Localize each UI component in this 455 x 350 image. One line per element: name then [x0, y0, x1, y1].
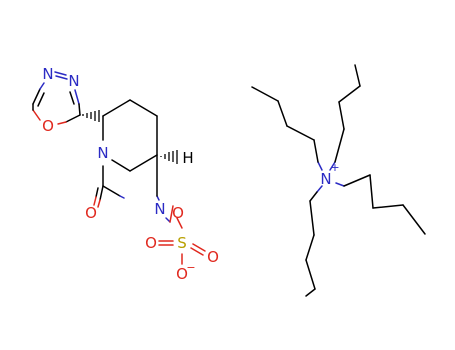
- cation-structure: N +: [251, 64, 426, 297]
- hashed-wedge-h: [160, 150, 178, 164]
- atom-o1: O: [42, 117, 54, 135]
- bicyclic-core: [93, 99, 174, 223]
- bond-c7-c5: [129, 154, 158, 172]
- atom-sulfate-o-right: O: [207, 248, 219, 266]
- atom-sulfate-o-minus: O: [176, 265, 188, 283]
- oxadiazole-ring: [32, 71, 81, 125]
- bond-c8-o-red: [97, 199, 101, 208]
- bond-c8-o-double-red: [93, 196, 97, 206]
- bond-c2-c3: [102, 99, 131, 117]
- butyl-chain-upper-right: [329, 64, 361, 171]
- bond-c5-stub: [78, 103, 81, 116]
- bond-c2-n3-blue: [39, 82, 45, 90]
- sulfate-bonds: [158, 217, 206, 265]
- bond-s-o-right-double: [190, 247, 204, 256]
- bond-c5-o1-red: [57, 121, 67, 125]
- atom-stereo-h: H: [182, 149, 193, 167]
- charge-plus: +: [330, 161, 339, 174]
- bond-c5-o1: [65, 114, 81, 123]
- bond-c8-n6-blue: [119, 195, 125, 199]
- anion-structure: N N O N H O N O S O O O −: [32, 65, 219, 283]
- bond-n1-c7: [111, 159, 131, 172]
- atom-n6: N: [154, 200, 165, 218]
- bond-c3-c4: [129, 99, 158, 117]
- bond-c2-n3-double: [37, 92, 45, 107]
- atom-sulfate-o-left: O: [145, 234, 157, 252]
- bond-n6-o-red: [169, 205, 174, 223]
- bond-o1-c2: [32, 109, 41, 121]
- atom-carbonyl-o: O: [85, 204, 97, 222]
- bond-o-s: [176, 217, 183, 229]
- atom-n4: N: [68, 72, 79, 90]
- bond-c8-n6: [102, 185, 121, 197]
- bond-n4-c5-double: [69, 91, 75, 105]
- butyl-chain-right: [335, 174, 426, 235]
- bond-n3-n4: [55, 75, 68, 80]
- atom-n1: N: [97, 144, 108, 162]
- atom-n3: N: [42, 65, 53, 83]
- bond-c8-o: [99, 185, 104, 201]
- bond-c8-o-double: [95, 187, 99, 198]
- bond-c2-n3: [32, 88, 41, 105]
- atom-sulfur: S: [177, 234, 187, 252]
- butyl-chain-upper-left: [251, 86, 323, 171]
- butyl-chain-lower-left: [305, 185, 323, 297]
- bond-n4-c5: [74, 89, 80, 105]
- bond-s-o-right: [192, 243, 206, 252]
- atom-n-o-link: O: [172, 204, 184, 222]
- bond-n3-n4-double: [54, 71, 67, 76]
- bond-n6-o-blue: [165, 217, 171, 223]
- atom-quaternary-n: N: [320, 170, 331, 188]
- hashed-wedge-c2: [82, 110, 100, 122]
- charge-minus: −: [186, 261, 195, 274]
